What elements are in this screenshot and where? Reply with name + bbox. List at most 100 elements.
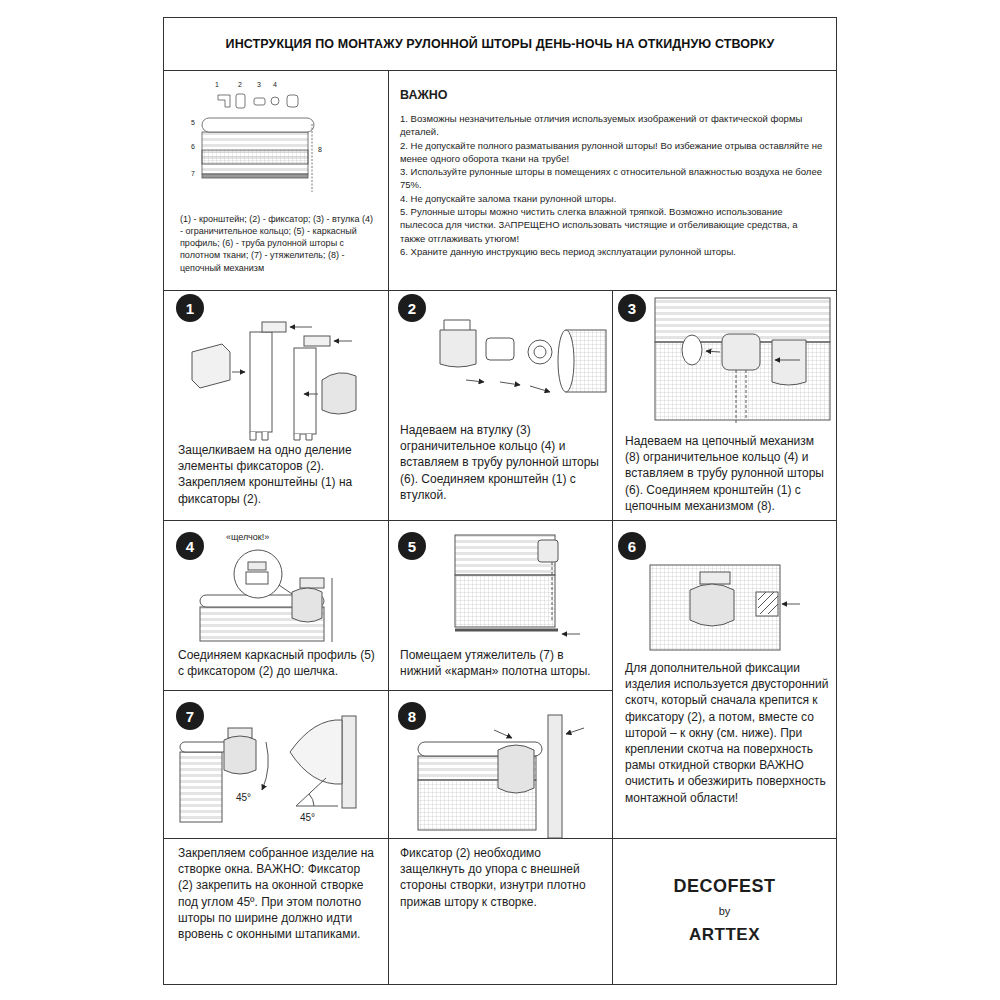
step1-illustration: [294, 348, 316, 434]
note-item: 3. Используйте рулонные шторы в помещени…: [400, 165, 825, 192]
step6-illustration: [650, 565, 780, 650]
step6-illustration: [690, 584, 734, 626]
step7-illustration: [224, 736, 256, 774]
callout-number: 7: [191, 170, 195, 177]
step8-illustration: [566, 728, 584, 734]
step-panel: Защелкиваем на одно деление элементы фик…: [163, 290, 388, 520]
annotation: 45°: [300, 813, 315, 823]
step4-illustration: [279, 585, 292, 594]
step1-illustration: [250, 332, 272, 432]
step2-illustration: [486, 338, 514, 360]
step-number: 8: [408, 709, 416, 724]
step-panel: Надеваем на втулку (3) ограничительное к…: [388, 290, 612, 520]
step-text: Фиксатор (2) необходимо защелкнуть до уп…: [400, 845, 602, 910]
step-number-badge: 2: [398, 294, 426, 322]
step7-illustration: [309, 794, 314, 806]
step-panel: Помещаем утяжелитель (7) в нижний «карма…: [388, 520, 612, 690]
brand-text: ARTTEX: [620, 925, 829, 945]
step4-illustration: [332, 578, 333, 642]
legend-panel: (1) - кронштейн; (2) - фиксатор; (3) - в…: [163, 70, 388, 290]
overview-illustration: [202, 150, 308, 164]
annotation: «щелчок!»: [226, 533, 269, 542]
step1-illustration: [192, 322, 356, 440]
step-number: 4: [186, 539, 194, 554]
step-text: Надеваем на втулку (3) ограничительное к…: [400, 422, 602, 503]
step3-illustration: [775, 360, 800, 361]
step8-illustration: [494, 730, 512, 738]
step-text: Закрепляем собранное изделие на створке …: [178, 845, 378, 942]
note-item: 1. Возможны незначительные отличия испол…: [400, 112, 825, 139]
step-number: 6: [628, 539, 636, 554]
step-number: 7: [186, 709, 194, 724]
step7-illustration: [290, 720, 342, 784]
step1-illustration: [334, 341, 352, 342]
step1-illustration: [250, 432, 268, 440]
grid-frame: [388, 70, 389, 985]
callout-number: 8: [318, 146, 322, 153]
step6-illustration: [756, 592, 778, 616]
note-item: 2. Не допускайте полного разматывания ру…: [400, 139, 825, 166]
step-panel: Фиксатор (2) необходимо защелкнуть до уп…: [388, 690, 612, 985]
step-panel: Закрепляем собранное изделие на створке …: [163, 690, 388, 985]
step2-illustration: [534, 346, 546, 358]
step2-illustration: [466, 380, 484, 382]
callout-number: 3: [257, 81, 261, 88]
overview-illustration: [202, 174, 308, 178]
step6-illustration: [758, 592, 778, 614]
step3-illustration: [682, 335, 702, 365]
brand-text: DECOFEST: [620, 876, 829, 897]
step8-illustration: [548, 715, 562, 838]
step5-illustration: [455, 629, 558, 632]
step7-illustration: [180, 716, 356, 822]
note-item: 4. Не допускайте залома ткани рулонной ш…: [400, 192, 825, 205]
overview-illustration: [202, 132, 308, 174]
step-number-badge: 3: [618, 294, 646, 322]
overview-illustration: [271, 97, 279, 105]
step3-illustration: [655, 298, 830, 424]
step2-illustration: [528, 340, 552, 364]
grid-frame: [163, 838, 837, 839]
step5-illustration: [538, 540, 558, 562]
overview-illustration: [236, 94, 245, 108]
step7-illustration: [296, 778, 326, 806]
brand-text: by: [620, 905, 829, 917]
step3-illustration: [736, 370, 737, 424]
grid-frame: [163, 520, 837, 521]
step7-illustration: [180, 752, 222, 822]
notes-heading: ВАЖНО: [400, 88, 825, 102]
step2-illustration: [440, 320, 606, 392]
overview-illustration: [202, 94, 314, 192]
step8-illustration: [498, 745, 534, 793]
step8-illustration: [418, 715, 584, 838]
notes-panel: ВАЖНО 1. Возможны незначительные отличия …: [388, 70, 837, 290]
step1-illustration: [322, 373, 356, 414]
step4-illustration: [234, 550, 282, 598]
step1-illustration: [290, 327, 312, 328]
step-text: Соединяем каркасный профиль (5) с фиксат…: [178, 647, 378, 679]
step2-illustration: [500, 382, 520, 385]
step-text: Помещаем утяжелитель (7) в нижний «карма…: [400, 647, 602, 679]
step7-illustration: [262, 742, 268, 790]
step4-illustration: [300, 578, 324, 588]
step4-illustration: [200, 550, 332, 642]
parts-legend-text: (1) - кронштейн; (2) - фиксатор; (3) - в…: [180, 213, 376, 274]
step5-illustration: [552, 562, 553, 620]
step-text: Надеваем на цепочный механизм (8) ограни…: [625, 433, 829, 514]
step5-illustration: [455, 535, 580, 634]
brand-panel: DECOFEST byARTTEX: [612, 838, 837, 985]
step1-illustration: [304, 394, 318, 395]
step-number-badge: 6: [618, 532, 646, 560]
step5-illustration: [455, 575, 555, 627]
step-number: 1: [186, 301, 194, 316]
step4-illustration: [248, 562, 266, 570]
grid-frame: [163, 690, 612, 691]
step2-illustration: [440, 330, 476, 367]
note-item: 5. Рулонные шторы можно чистить слегка в…: [400, 205, 825, 245]
overview-illustration: [254, 98, 265, 105]
step4-illustration: [246, 572, 268, 584]
callout-number: 6: [191, 143, 195, 150]
step5-illustration: [562, 634, 580, 635]
note-item: 6. Храните данную инструкцию весь период…: [400, 245, 825, 258]
step3-illustration: [772, 340, 806, 385]
step-panel: Для дополнительной фиксации изделия испо…: [612, 520, 837, 838]
